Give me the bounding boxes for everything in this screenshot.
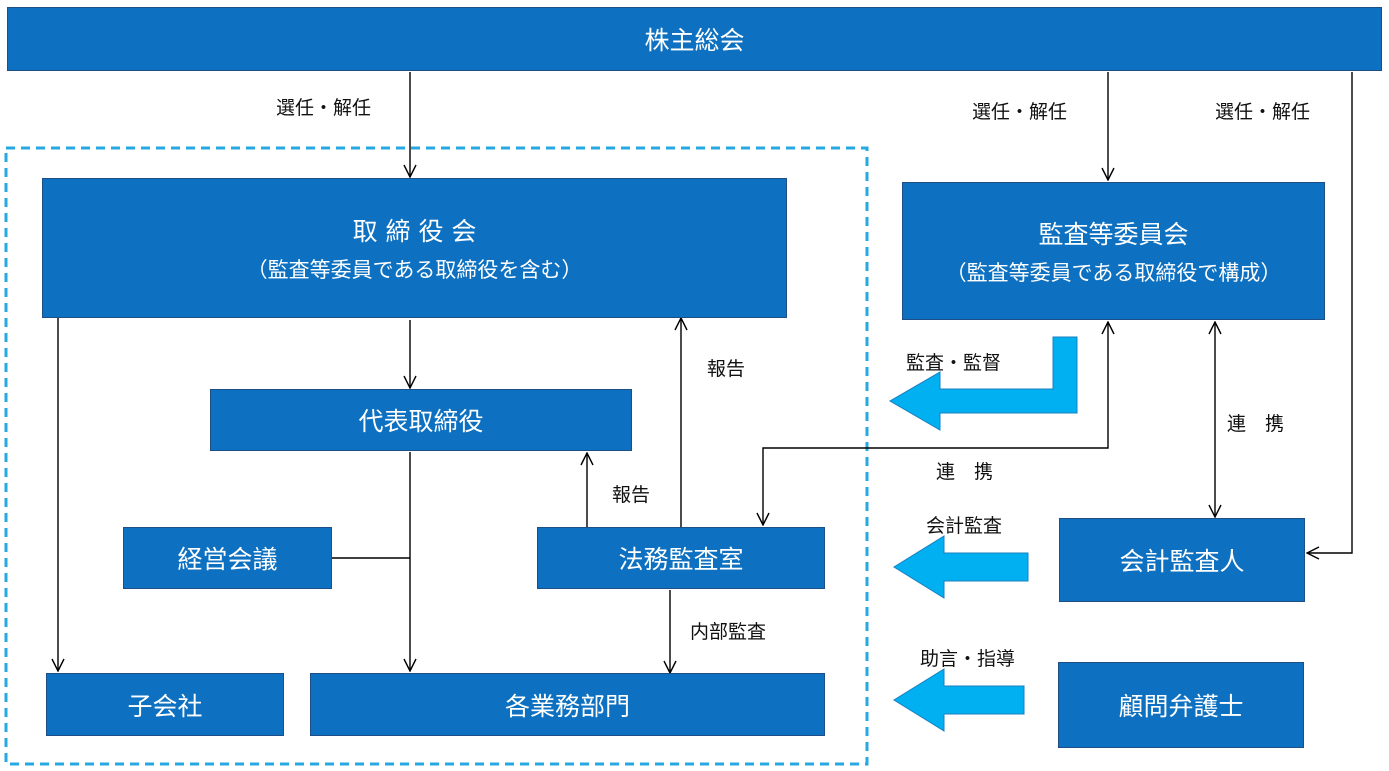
label-elect-auditor: 選任・解任 (1215, 101, 1311, 123)
label-report-to-representative: 報告 (612, 484, 651, 506)
label-audit-supervision: 監査・監督 (906, 352, 1002, 374)
audit-committee-title: 監査等委員会 (1038, 220, 1189, 249)
legal-advisor-label: 顧問弁護士 (1118, 692, 1244, 721)
arrow-shareholders-to-accounting-auditor (1307, 72, 1353, 553)
board-of-directors-box: 取 締 役 会 （監査等委員である取締役を含む） (42, 178, 787, 318)
management-meeting-label: 経営会議 (177, 545, 278, 574)
legal-audit-office-label: 法務監査室 (618, 545, 744, 574)
label-cooperation-auditor: 連 携 (1227, 413, 1285, 435)
representative-director-box: 代表取締役 (210, 389, 632, 451)
label-accounting-audit: 会計監査 (926, 515, 1003, 537)
legal-audit-office-box: 法務監査室 (537, 527, 825, 589)
subsidiaries-box: 子会社 (46, 673, 284, 736)
audit-committee-box: 監査等委員会 （監査等委員である取締役で構成） (902, 182, 1325, 320)
accounting-auditor-box: 会計監査人 (1059, 518, 1305, 602)
management-meeting-box: 経営会議 (123, 527, 332, 589)
accounting-auditor-label: 会計監査人 (1119, 547, 1245, 576)
label-elect-committee: 選任・解任 (972, 101, 1068, 123)
subsidiaries-label: 子会社 (127, 691, 203, 721)
board-title: 取 締 役 会 (352, 217, 477, 246)
arrow-cooperation-committee-office (763, 322, 1108, 525)
label-internal-audit: 内部監査 (690, 621, 767, 643)
block-arrow-advice-guidance (893, 668, 1025, 732)
block-arrow-accounting-audit (893, 535, 1029, 599)
board-subtitle: （監査等委員である取締役を含む） (246, 258, 583, 282)
label-cooperation-office: 連 携 (936, 461, 994, 483)
block-arrow-audit-supervision (889, 336, 1078, 431)
business-departments-label: 各業務部門 (504, 691, 630, 721)
shareholders-meeting-label: 株主総会 (644, 26, 745, 55)
label-advice-guidance: 助言・指導 (920, 648, 1016, 670)
internal-governance-boundary (4, 146, 869, 766)
shareholders-meeting-box: 株主総会 (7, 7, 1382, 71)
label-report-to-board: 報告 (707, 358, 746, 380)
business-departments-box: 各業務部門 (310, 673, 825, 736)
legal-advisor-box: 顧問弁護士 (1058, 662, 1304, 748)
representative-director-label: 代表取締役 (358, 407, 484, 436)
audit-committee-subtitle: （監査等委員である取締役で構成） (945, 261, 1282, 285)
label-elect-board: 選任・解任 (276, 97, 372, 119)
